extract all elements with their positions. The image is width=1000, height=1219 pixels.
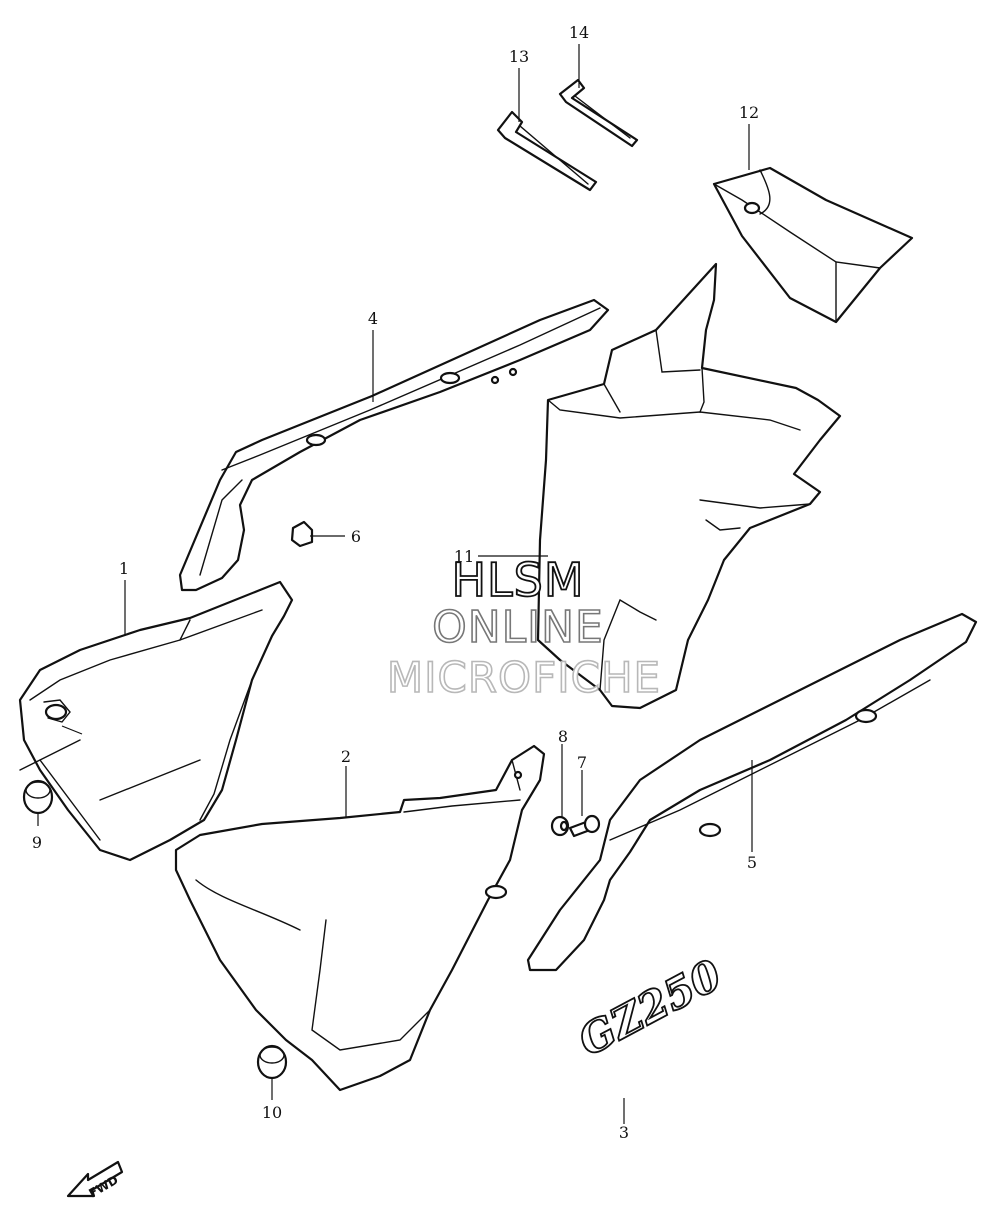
- fwd-arrow-icon: FWD: [66, 1160, 124, 1201]
- callout-2: 2: [341, 747, 351, 766]
- watermark-line-2: ONLINE: [432, 602, 604, 653]
- part-1-frame-cover[interactable]: [18, 580, 294, 862]
- callout-5: 5: [747, 853, 757, 872]
- part-6-nut[interactable]: [290, 520, 314, 548]
- part-9-grommet[interactable]: [22, 779, 54, 815]
- part-5-frame-cover[interactable]: [526, 612, 978, 972]
- callout-11: 11: [454, 547, 474, 566]
- callout-9: 9: [32, 833, 42, 852]
- callout-8: 8: [558, 727, 568, 746]
- callout-7: 7: [577, 753, 587, 772]
- leader-lines: [37, 44, 753, 1124]
- part-7-screw[interactable]: [568, 814, 601, 838]
- watermark-line-1: HLSM: [451, 553, 584, 607]
- callout-13: 13: [509, 47, 529, 66]
- part-14-hex-wrench[interactable]: [558, 78, 639, 148]
- callout-4: 4: [368, 309, 378, 328]
- callout-1: 1: [119, 559, 129, 578]
- part-11-rear-fender[interactable]: [536, 262, 842, 710]
- callout-10: 10: [262, 1103, 282, 1122]
- callout-3: 3: [619, 1123, 629, 1142]
- callout-6: 6: [351, 527, 361, 546]
- part-12-tool-bag[interactable]: [712, 166, 914, 324]
- part-4-frame-cover[interactable]: [178, 298, 610, 592]
- callout-labels: 1 2 3 4 5 6 7 8 9 10 11 12 13 14: [32, 23, 759, 1142]
- part-3-emblem[interactable]: GZ250: [569, 949, 730, 1066]
- part-13-hex-wrench[interactable]: [496, 110, 598, 192]
- watermark: HLSM ONLINE MICROFICHE: [386, 552, 661, 703]
- part-8-washer[interactable]: [550, 815, 570, 837]
- callout-12: 12: [739, 103, 759, 122]
- callout-14: 14: [569, 23, 589, 42]
- part-10-grommet[interactable]: [256, 1044, 288, 1080]
- watermark-line-3: MICROFICHE: [387, 653, 661, 702]
- emblem-text: GZ250: [570, 950, 729, 1066]
- part-2-frame-cover[interactable]: [174, 744, 546, 1092]
